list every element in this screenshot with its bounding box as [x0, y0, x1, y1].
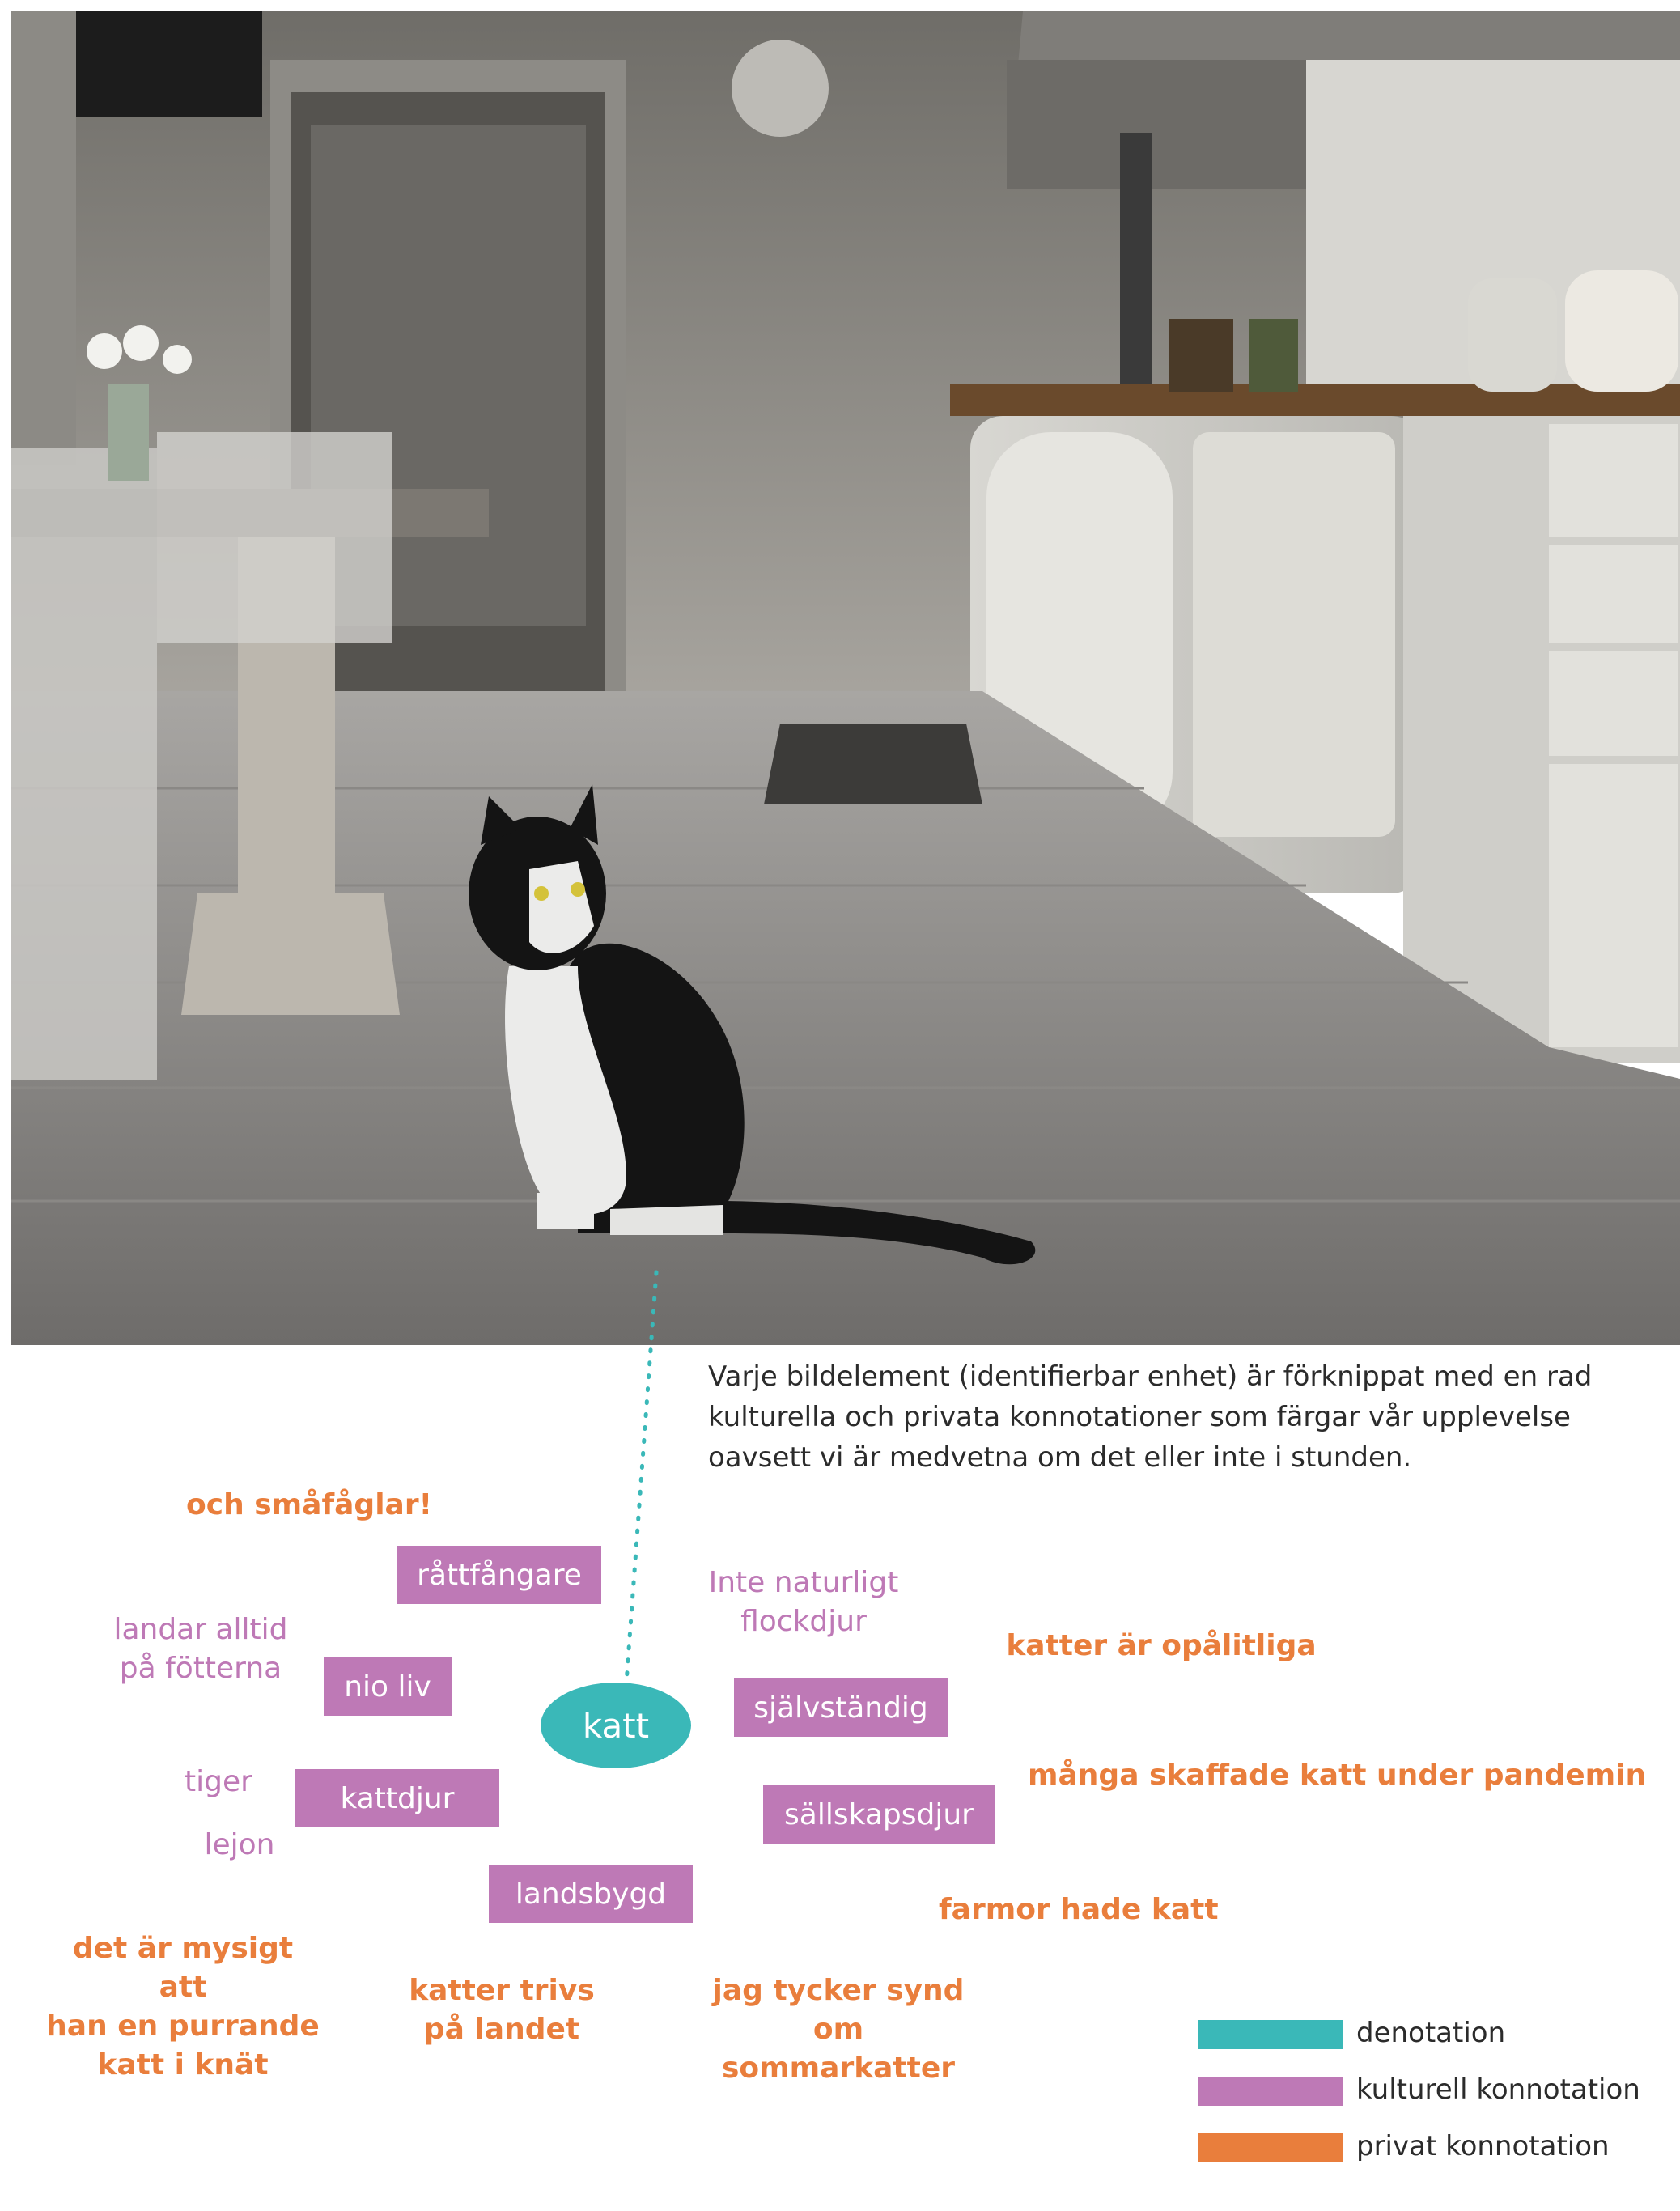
- text-manga-skaffade-katt: många skaffade katt under pandemin: [1028, 1759, 1647, 1792]
- caption-text: Varje bildelement (identifierbar enhet) …: [708, 1360, 1593, 1474]
- legend-label-denotation: denotation: [1356, 2017, 1506, 2049]
- legend-label-kulturell: kulturell konnotation: [1356, 2073, 1640, 2106]
- text-landar-alltid: landar alltid på fötterna: [113, 1613, 288, 1685]
- text-lejon: lejon: [204, 1828, 275, 1861]
- kitchen-cat-photo: [11, 11, 1680, 1345]
- text-tiger: tiger: [185, 1765, 252, 1798]
- box-sallskapsdjur: sällskapsdjur: [763, 1785, 995, 1844]
- box-sjalvstandig: självständig: [734, 1678, 948, 1737]
- box-landsbygd: landsbygd: [489, 1865, 693, 1923]
- legend-label-privat: privat konnotation: [1356, 2130, 1610, 2162]
- box-rattfangare: råttfångare: [397, 1546, 601, 1604]
- text-och-smafaglar: och småfåglar!: [186, 1488, 432, 1521]
- text-det-ar-mysigt: det är mysigt att han en purrande katt i…: [46, 1932, 320, 2082]
- box-nio-liv: nio liv: [324, 1657, 452, 1716]
- legend-swatch-privat: [1198, 2133, 1343, 2162]
- text-inte-naturligt-flockdjur: Inte naturligt flockdjur: [708, 1566, 899, 1638]
- text-jag-tycker-synd: jag tycker synd om sommarkatter: [712, 1974, 965, 2085]
- text-katter-trivs-pa-landet: katter trivs på landet: [409, 1974, 595, 2046]
- text-farmor-hade-katt: farmor hade katt: [939, 1893, 1219, 1926]
- box-kattdjur: kattdjur: [295, 1769, 499, 1827]
- text-katter-ar-opalitliga: katter är opålitliga: [1006, 1629, 1317, 1662]
- denotation-node-katt: katt: [541, 1683, 691, 1768]
- legend-swatch-kulturell: [1198, 2077, 1343, 2106]
- legend-swatch-denotation: [1198, 2020, 1343, 2049]
